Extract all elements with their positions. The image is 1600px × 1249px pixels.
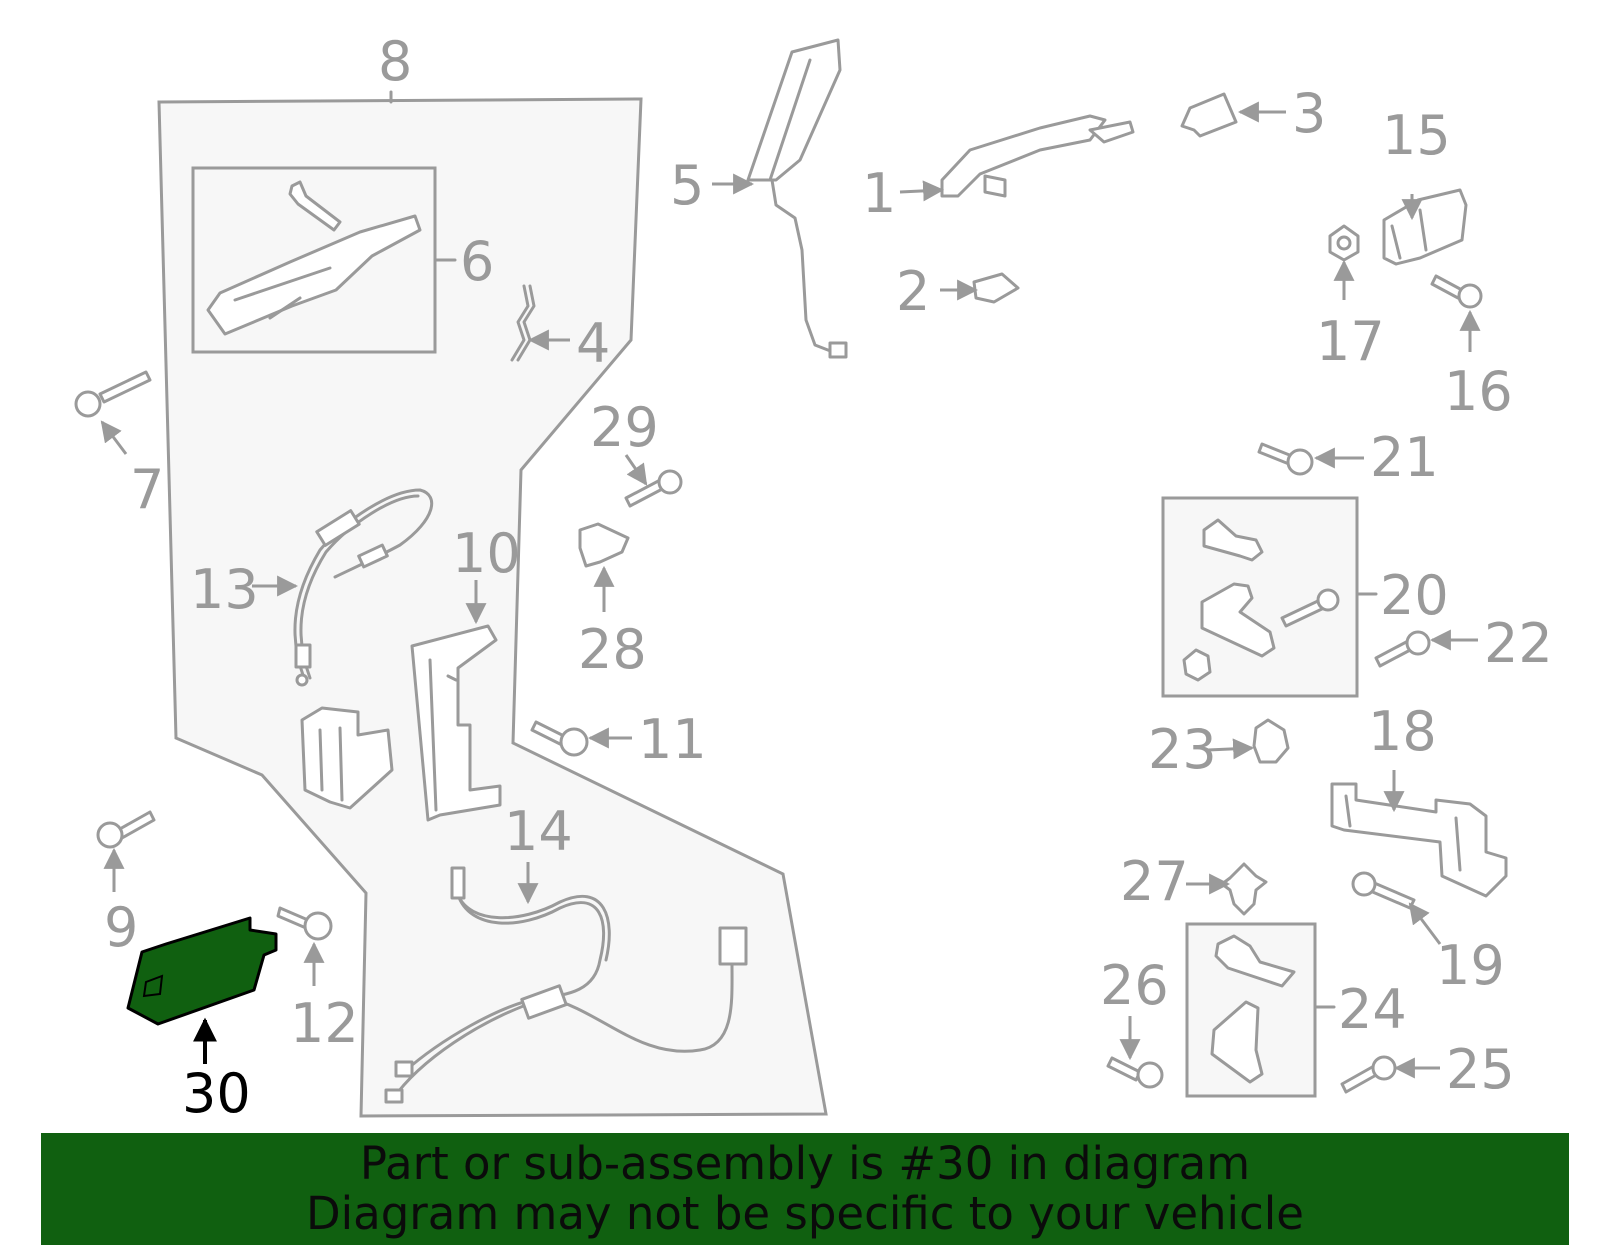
callout-3: 3 bbox=[1292, 82, 1326, 145]
bolt-part-25 bbox=[1340, 1055, 1397, 1094]
info-banner: Part or sub-assembly is #30 in diagram D… bbox=[41, 1133, 1569, 1245]
bolt-part-9 bbox=[96, 810, 156, 849]
part-30-highlight bbox=[126, 916, 278, 1026]
nut-part-17 bbox=[1328, 224, 1360, 262]
callout-2: 2 bbox=[896, 260, 930, 323]
bolt-part-11 bbox=[530, 720, 589, 757]
callout-13: 13 bbox=[190, 558, 259, 621]
cover-part-3 bbox=[1180, 92, 1238, 138]
callout-29: 29 bbox=[590, 396, 659, 459]
callout-10: 10 bbox=[452, 522, 521, 585]
callout-17: 17 bbox=[1316, 310, 1385, 373]
callout-28: 28 bbox=[578, 618, 647, 681]
callout-26: 26 bbox=[1100, 954, 1169, 1017]
callout-19: 19 bbox=[1436, 934, 1505, 997]
callout-27: 27 bbox=[1120, 850, 1189, 913]
harness-part-14 bbox=[384, 866, 748, 1104]
callout-23: 23 bbox=[1148, 718, 1217, 781]
part-5-assembly bbox=[746, 38, 848, 359]
callout-22: 22 bbox=[1484, 612, 1553, 675]
hinge-part-24 bbox=[1210, 934, 1296, 1084]
bolt-part-12 bbox=[276, 906, 333, 941]
cable-part-13 bbox=[293, 488, 434, 687]
outer-handle-part-1 bbox=[940, 114, 1135, 198]
callout-30: 30 bbox=[182, 1062, 251, 1125]
bolt-part-22 bbox=[1374, 630, 1431, 668]
callout-7: 7 bbox=[130, 458, 164, 521]
inner-handle-part-6 bbox=[206, 180, 422, 336]
callout-24: 24 bbox=[1338, 978, 1407, 1041]
callouts: 8 5 1 3 6 4 2 15 17 16 7 29 21 13 10 28 … bbox=[104, 30, 1553, 1125]
clip-part-2 bbox=[972, 272, 1020, 304]
hinge-part-20 bbox=[1182, 518, 1340, 682]
callout-16: 16 bbox=[1444, 360, 1513, 423]
callout-5: 5 bbox=[670, 154, 704, 217]
bolt-part-21 bbox=[1257, 442, 1314, 476]
leader-arrows bbox=[100, 101, 1481, 1079]
callout-4: 4 bbox=[576, 312, 610, 375]
callout-21: 21 bbox=[1370, 426, 1439, 489]
bolt-part-19 bbox=[1351, 871, 1416, 910]
callout-25: 25 bbox=[1446, 1038, 1515, 1101]
hinge-part-15 bbox=[1382, 188, 1468, 266]
callout-12: 12 bbox=[290, 992, 359, 1055]
callout-9: 9 bbox=[104, 896, 138, 959]
bracket-part-28 bbox=[578, 522, 630, 568]
callout-11: 11 bbox=[638, 708, 707, 771]
banner-line-2: Diagram may not be specific to your vehi… bbox=[306, 1187, 1304, 1240]
bolt-part-29 bbox=[624, 469, 683, 508]
bolt-part-26 bbox=[1106, 1056, 1164, 1089]
callout-18: 18 bbox=[1368, 700, 1437, 763]
clip-part-27 bbox=[1220, 862, 1268, 916]
callout-14: 14 bbox=[504, 800, 573, 863]
callout-1: 1 bbox=[862, 162, 896, 225]
callout-20: 20 bbox=[1380, 564, 1449, 627]
banner-line-1: Part or sub-assembly is #30 in diagram bbox=[359, 1137, 1251, 1190]
callout-15: 15 bbox=[1382, 104, 1451, 167]
channel-part-10 bbox=[410, 624, 502, 822]
callout-6: 6 bbox=[460, 230, 494, 293]
bolt-part-16 bbox=[1430, 274, 1483, 309]
clip-part-4 bbox=[510, 284, 536, 362]
bolt-part-7 bbox=[74, 370, 152, 418]
grommet-part-23 bbox=[1252, 718, 1290, 764]
latch-body bbox=[300, 706, 394, 810]
callout-8: 8 bbox=[378, 30, 412, 93]
